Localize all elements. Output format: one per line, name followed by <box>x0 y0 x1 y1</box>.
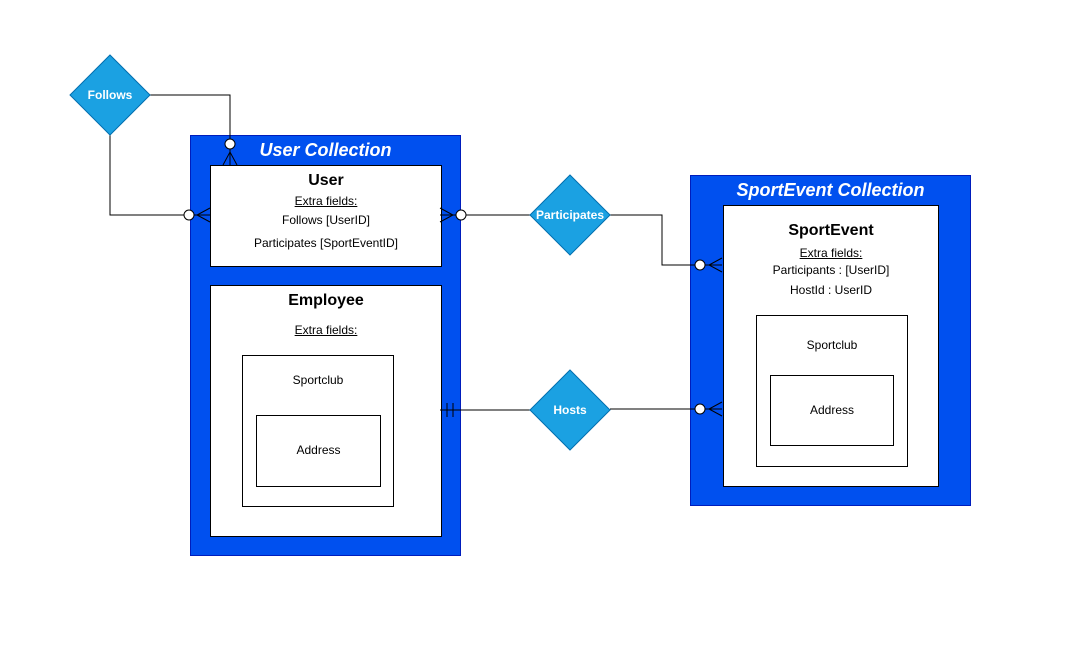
sportevent-extra-fields-label: Extra fields: <box>799 246 863 260</box>
employee-sportclub-box[interactable]: Sportclub Address <box>242 355 394 507</box>
user-extra-fields-label: Extra fields: <box>294 194 358 208</box>
sportevent-address-box[interactable]: Address <box>770 375 894 446</box>
follows-label: Follows <box>87 88 133 102</box>
employee-address-box[interactable]: Address <box>256 415 381 487</box>
sportevent-entity[interactable]: SportEvent Extra fields: Participants : … <box>723 205 939 487</box>
user-field-follows: Follows [UserID] <box>281 213 370 227</box>
employee-extra-fields-label: Extra fields: <box>294 323 358 337</box>
user-collection[interactable]: User Collection User Extra fields: Follo… <box>190 135 461 556</box>
sportevent-address-label: Address <box>809 403 855 417</box>
employee-address-label: Address <box>296 443 341 457</box>
participates-label: Participates <box>535 208 605 222</box>
employee-sportclub-label: Sportclub <box>292 373 344 387</box>
hosts-label: Hosts <box>553 403 587 417</box>
user-entity[interactable]: User Extra fields: Follows [UserID] Part… <box>210 165 442 267</box>
sportevent-sportclub-label: Sportclub <box>806 338 858 352</box>
user-collection-title: User Collection <box>259 140 392 160</box>
sportevent-entity-title: SportEvent <box>788 222 874 239</box>
user-entity-title: User <box>308 172 344 189</box>
sportevent-field-participants: Participants : [UserID] <box>772 263 890 277</box>
employee-entity[interactable]: Employee Extra fields: Sportclub Address <box>210 285 442 537</box>
sportevent-field-hostid: HostId : UserID <box>789 283 873 297</box>
sportevent-collection-title: SportEvent Collection <box>736 180 925 200</box>
sportevent-sportclub-box[interactable]: Sportclub Address <box>756 315 908 467</box>
employee-entity-title: Employee <box>288 292 364 309</box>
user-field-participates: Participates [SportEventID] <box>253 236 399 250</box>
sportevent-collection[interactable]: SportEvent Collection SportEvent Extra f… <box>690 175 971 506</box>
